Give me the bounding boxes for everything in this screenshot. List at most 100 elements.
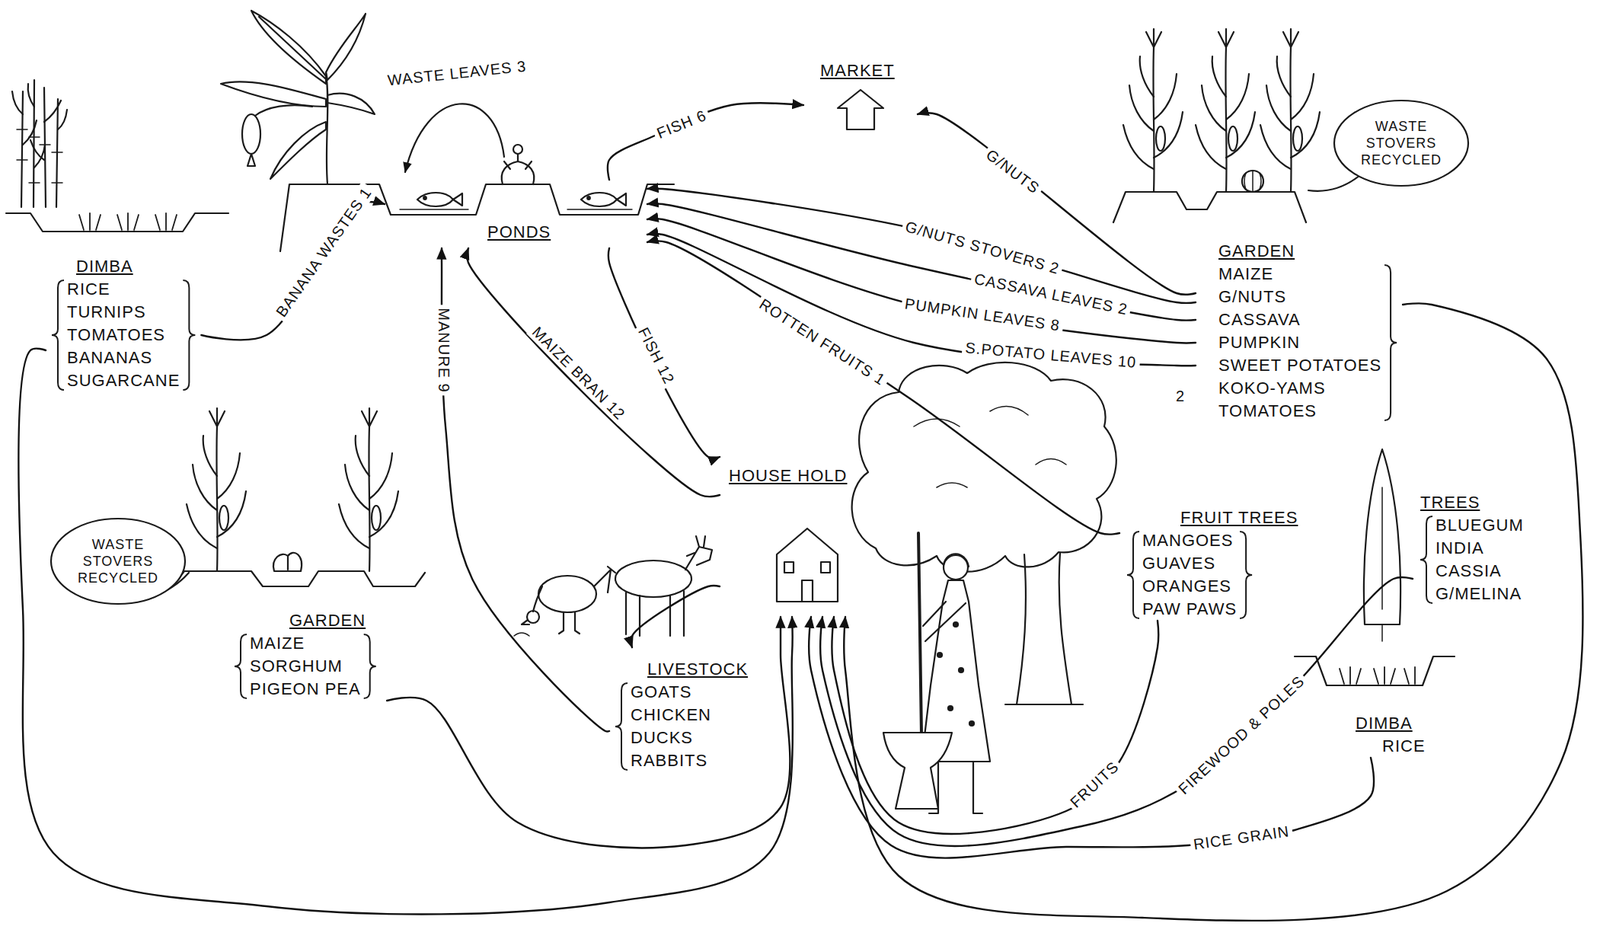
flow-label: FISH 6 xyxy=(651,105,713,144)
group-heading: GARDEN xyxy=(289,609,366,633)
list-item: G/NUTS xyxy=(1218,285,1287,309)
dimba-trench xyxy=(1294,656,1455,686)
flow-label: MAIZE BRAN 12 xyxy=(526,320,632,426)
bank-plant xyxy=(405,103,534,185)
flow-arrow xyxy=(441,248,610,732)
list-item: SWEET POTATOES xyxy=(1218,354,1382,377)
woman-figure xyxy=(943,555,968,580)
chicken-figure xyxy=(526,610,540,623)
list-bracket xyxy=(1127,531,1140,619)
bank-plant xyxy=(513,144,523,154)
list-item: CASSIA xyxy=(1435,559,1502,583)
list-bracket xyxy=(364,634,377,699)
dimba-trench xyxy=(79,213,177,230)
sugarcane-plant xyxy=(21,79,58,208)
garden-bed xyxy=(1260,28,1320,192)
goat-figure xyxy=(686,536,706,556)
banana-plant xyxy=(242,114,261,154)
woman-figure xyxy=(943,553,969,567)
flow-arrow xyxy=(466,248,720,497)
sugarcane-plant xyxy=(12,83,68,168)
list-item: SORGHUM xyxy=(249,654,343,678)
market-box: MARKET xyxy=(803,59,918,132)
list-item: GOATS xyxy=(630,680,692,704)
banana-plant xyxy=(251,10,326,84)
group-heading: DIMBA xyxy=(1355,712,1413,735)
woman-figure xyxy=(922,601,966,642)
chicken-figure xyxy=(521,619,530,625)
list-item: BANANAS xyxy=(67,346,153,370)
bubble-outline xyxy=(1334,100,1469,186)
flow-label: FISH 12 xyxy=(632,321,680,390)
woman-figure xyxy=(937,652,943,658)
woman-figure xyxy=(969,721,975,726)
note-text: WASTE STOVERS RECYCLED xyxy=(1360,118,1442,169)
garden-bed xyxy=(1113,191,1307,223)
list-bracket xyxy=(234,634,247,699)
banana-plant xyxy=(220,81,326,107)
sugarcane-plant xyxy=(16,129,63,183)
flow-arrow xyxy=(647,188,1196,304)
house-icon xyxy=(801,580,813,602)
flow-arrow xyxy=(18,348,793,915)
flow-arrow xyxy=(808,616,1374,859)
garden-bed xyxy=(338,408,399,572)
list-item: DUCKS xyxy=(630,726,694,750)
tree-group: TREESBLUEGUMINDIACASSIAG/MELINA xyxy=(1412,491,1529,606)
callout-number: 2 xyxy=(1172,386,1189,406)
house-icon xyxy=(776,528,838,602)
list-item: SUGARCANE xyxy=(67,369,180,393)
list-item: BLUEGUM xyxy=(1435,514,1524,537)
house-icon xyxy=(784,562,794,573)
list-item: KOKO-YAMS xyxy=(1218,376,1326,400)
dimba-trench xyxy=(6,213,229,232)
garden-bed xyxy=(1123,28,1183,192)
list-bracket xyxy=(1384,265,1397,421)
goat-figure xyxy=(607,566,616,573)
note-bubble: WASTE STOVERS RECYCLED xyxy=(49,517,187,606)
group-heading: DIMBA xyxy=(76,255,134,278)
fish-symbol xyxy=(581,192,626,207)
flow-label: FRUITS xyxy=(1063,755,1125,814)
flow-label: MANURE 9 xyxy=(434,304,454,396)
chicken-figure xyxy=(538,575,597,613)
house-icon xyxy=(820,562,831,573)
flow-label: RICE GRAIN xyxy=(1189,821,1294,855)
list-item: MANGOES xyxy=(1142,529,1233,553)
livestock-group: LIVESTOCKGOATSCHICKENDUCKSRABBITS xyxy=(609,647,753,773)
garden-bed xyxy=(273,552,302,572)
flow-arrow xyxy=(843,303,1583,921)
group-heading: PONDS xyxy=(487,220,551,244)
list-item: GUAVES xyxy=(1142,552,1216,575)
list-item: RICE xyxy=(1382,734,1426,758)
goat-figure xyxy=(625,590,684,636)
market-icon xyxy=(837,89,884,130)
sugarcane-plant xyxy=(12,79,68,208)
list-item: RICE xyxy=(67,277,111,301)
chicken-figure xyxy=(533,586,543,612)
fish-symbol xyxy=(587,196,591,200)
list-item: RABBITS xyxy=(630,749,708,773)
woman-figure xyxy=(918,533,922,735)
shade-tree xyxy=(852,362,1117,572)
list-item: G/MELINA xyxy=(1435,582,1522,606)
list-bracket xyxy=(51,280,64,390)
flow-label: G/NUTS xyxy=(980,143,1046,199)
group-heading: TREES xyxy=(1420,491,1480,515)
list-bracket xyxy=(1420,516,1433,604)
household-box: HOUSE HOLD xyxy=(719,456,857,617)
flow-arrow xyxy=(608,248,720,459)
chicken-figure xyxy=(514,569,611,636)
garden-bed xyxy=(1244,170,1262,192)
bubble-outline xyxy=(51,518,186,604)
flow-arrow xyxy=(820,577,1413,847)
goat-figure xyxy=(607,536,713,636)
goat-figure xyxy=(685,546,713,570)
garden-bed xyxy=(1242,170,1264,192)
list-bracket xyxy=(182,280,195,390)
banana-plant xyxy=(325,13,366,80)
bluegum-tree xyxy=(1381,487,1383,642)
woman-figure xyxy=(883,533,991,814)
banana-plant xyxy=(327,93,375,115)
